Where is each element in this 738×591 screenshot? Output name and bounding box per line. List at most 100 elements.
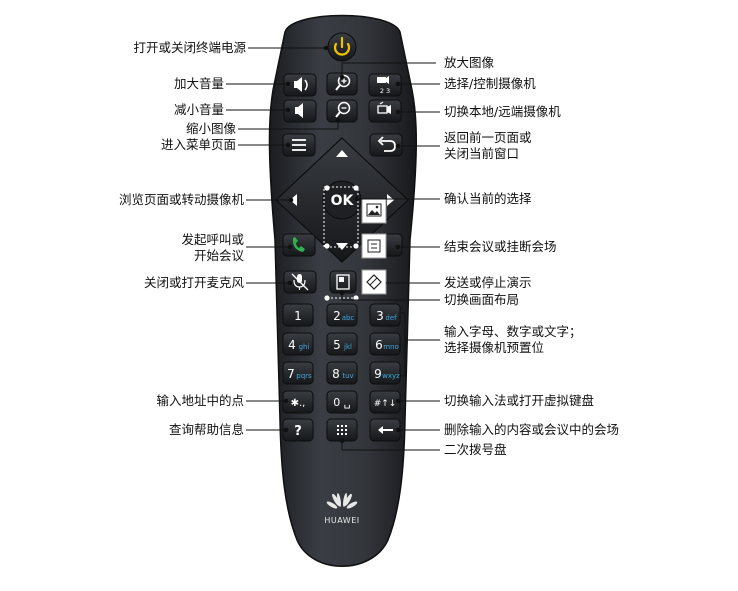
key-7[interactable]: 7 pqrs	[282, 361, 314, 385]
picture-icon	[361, 198, 387, 224]
svg-text:4: 4	[288, 338, 296, 352]
ok-button[interactable]	[322, 180, 362, 220]
right-arrow-icon	[387, 194, 394, 206]
key-3[interactable]: 3 def	[369, 303, 401, 327]
volume-up-button[interactable]	[283, 73, 317, 97]
back-button[interactable]	[369, 133, 403, 157]
zoom-out-button[interactable]	[326, 99, 358, 123]
svg-text:9: 9	[374, 367, 382, 381]
zoom-in-icon	[335, 74, 351, 91]
key-5[interactable]: 5 jkl	[326, 332, 358, 356]
backspace-arrow-icon	[378, 426, 393, 434]
label-back-line2: 关闭当前窗口	[444, 146, 520, 161]
volume-down-button[interactable]	[283, 99, 317, 123]
label-layout: 切换画面布局	[444, 292, 520, 307]
key-2[interactable]: 2 abc	[326, 303, 358, 327]
power-icon	[333, 36, 351, 56]
dialpad-button[interactable]	[326, 418, 358, 442]
svg-text:ghi: ghi	[299, 343, 310, 351]
svg-text:8: 8	[332, 367, 340, 381]
key-hash[interactable]: #↑↓	[369, 390, 401, 414]
menu-icon	[292, 139, 306, 151]
huawei-logo	[326, 493, 358, 509]
mic-button[interactable]	[283, 270, 317, 294]
svg-text:0 ␣: 0 ␣	[333, 396, 350, 409]
label-power: 打开或关闭终端电源	[133, 40, 246, 55]
label-help: 查询帮助信息	[168, 422, 244, 437]
svg-text:wxyz: wxyz	[382, 372, 400, 380]
svg-text:tuv: tuv	[342, 372, 353, 380]
phone-icon	[292, 237, 305, 252]
svg-text:3: 3	[376, 309, 384, 323]
key-1[interactable]: 1	[282, 303, 314, 327]
volume-up-icon	[294, 77, 308, 92]
svg-text:6: 6	[375, 338, 383, 352]
key-9[interactable]: 9 wxyz	[369, 361, 401, 385]
svg-text:def: def	[385, 314, 397, 322]
key-star[interactable]: ✱.,	[282, 390, 314, 414]
frame-icon	[361, 233, 387, 259]
brand-name: HUAWEI	[324, 516, 359, 525]
leader-lines	[226, 45, 341, 433]
volume-down-icon	[295, 103, 303, 118]
camera-control-button[interactable]: 2 3	[368, 73, 402, 97]
label-volume-up: 加大音量	[173, 76, 224, 91]
key-0[interactable]: 0 ␣	[326, 390, 358, 414]
ok-label: OK	[331, 193, 355, 209]
key-6[interactable]: 6 mno	[369, 332, 401, 356]
label-delete: 删除输入的内容或会议中的会场	[444, 422, 620, 437]
dialpad-grid-icon	[337, 425, 347, 435]
label-call-line2: 开始会议	[193, 248, 244, 263]
power-button[interactable]	[327, 32, 357, 62]
label-input-method: 切换输入法或打开虚拟键盘	[444, 393, 595, 408]
svg-text:pqrs: pqrs	[296, 372, 312, 380]
label-hangup: 结束会议或挂断会场	[444, 239, 557, 254]
up-arrow-icon	[336, 150, 348, 157]
svg-text:jkl: jkl	[343, 343, 352, 351]
label-dot: 输入地址中的点	[156, 393, 244, 408]
svg-text:mno: mno	[383, 343, 399, 351]
label-zoom-in: 放大图像	[444, 55, 495, 70]
label-digits: 输入字母、数字或文字； 选择摄像机预置位	[444, 324, 582, 356]
svg-text:1: 1	[294, 309, 302, 323]
svg-text:7: 7	[287, 367, 295, 381]
svg-text:✱.,: ✱.,	[291, 398, 306, 409]
svg-text:#↑↓: #↑↓	[374, 399, 397, 409]
layout-button[interactable]	[329, 270, 357, 294]
camera-switch-button[interactable]	[368, 99, 402, 123]
mic-mute-icon	[291, 273, 309, 291]
label-zoom-out: 缩小图像	[185, 121, 236, 136]
navigation-pad[interactable]: OK	[275, 137, 409, 263]
label-presentation: 发送或停止演示	[444, 275, 532, 290]
menu-button[interactable]	[282, 133, 316, 157]
camera-select-icon: 2 3	[377, 76, 390, 95]
svg-text:2 3: 2 3	[380, 87, 390, 95]
leader-lines-right	[339, 62, 440, 451]
keypad: 1 2 abc 3 def 4 ghi 5 jkl 6 mno	[282, 303, 401, 442]
presentation-button[interactable]	[361, 269, 387, 295]
svg-text:2: 2	[333, 309, 341, 323]
presentation-icon	[366, 274, 382, 290]
label-call-line1: 发起呼叫或	[181, 232, 244, 247]
label-call: 发起呼叫或 开始会议	[181, 232, 244, 264]
label-back-line1: 返回前一页面或	[444, 130, 532, 145]
label-menu: 进入菜单页面	[160, 137, 236, 152]
back-arrow-icon	[377, 136, 396, 152]
label-mic: 关闭或打开麦克风	[143, 275, 244, 290]
delete-button[interactable]	[369, 418, 401, 442]
label-camera-switch: 切换本地/远端摄像机	[444, 104, 561, 119]
label-navigate: 浏览页面或转动摄像机	[118, 192, 244, 207]
label-digits-line2: 选择摄像机预置位	[444, 340, 545, 355]
label-dialpad: 二次拨号盘	[444, 442, 507, 457]
svg-text:?: ?	[294, 424, 302, 439]
call-button[interactable]	[282, 233, 316, 257]
camera-switch-icon	[377, 101, 391, 114]
svg-text:abc: abc	[342, 314, 355, 322]
key-8[interactable]: 8 tuv	[326, 361, 358, 385]
label-back: 返回前一页面或 关闭当前窗口	[444, 130, 532, 162]
label-volume-down: 减小音量	[173, 102, 224, 117]
key-4[interactable]: 4 ghi	[282, 332, 314, 356]
zoom-out-icon	[335, 101, 351, 118]
